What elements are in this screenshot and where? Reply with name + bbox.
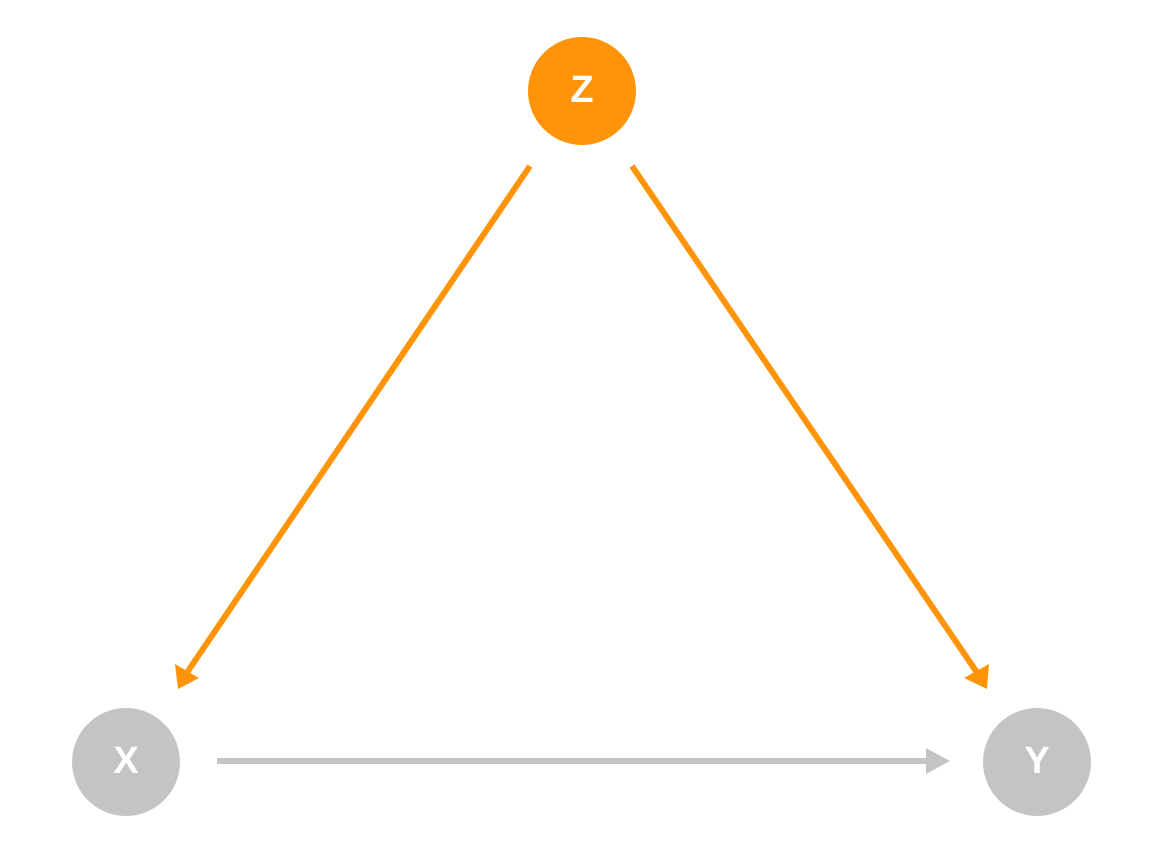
edge-z-to-y-line bbox=[629, 164, 981, 676]
node-x-circle bbox=[72, 708, 180, 816]
edge-z-to-y-arrowhead bbox=[964, 664, 989, 689]
edge-z-to-x bbox=[175, 164, 533, 689]
edge-x-to-y bbox=[217, 748, 950, 774]
node-y-label: Y bbox=[1024, 740, 1049, 782]
edge-z-to-x-arrowhead bbox=[175, 664, 199, 689]
node-x: X bbox=[72, 708, 180, 816]
edge-z-to-y bbox=[629, 164, 989, 689]
node-y: Y bbox=[983, 708, 1091, 816]
edge-z-to-x-line bbox=[183, 164, 533, 676]
node-y-circle bbox=[983, 708, 1091, 816]
edge-x-to-y-arrowhead bbox=[926, 748, 950, 774]
node-z: Z bbox=[528, 37, 636, 145]
node-z-circle bbox=[528, 37, 636, 145]
node-z-label: Z bbox=[570, 69, 593, 111]
node-x-label: X bbox=[113, 740, 139, 782]
